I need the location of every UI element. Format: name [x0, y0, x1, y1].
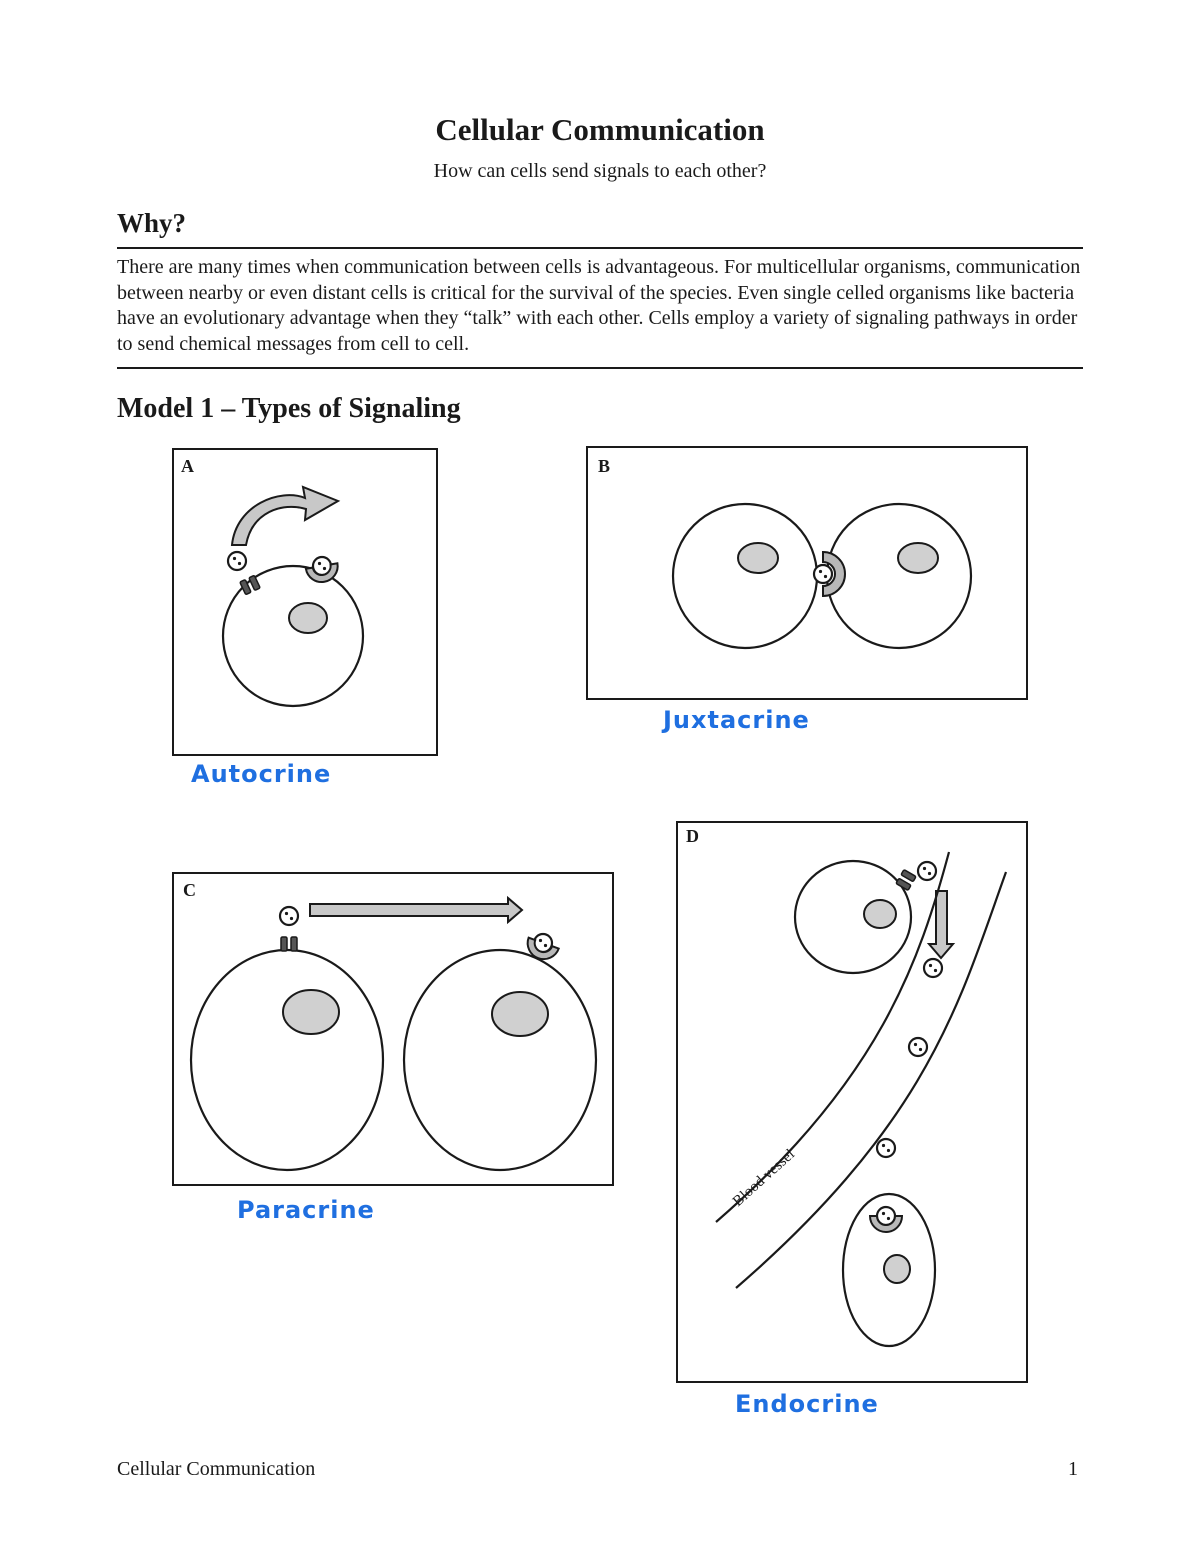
panel-d-diagram: [715, 851, 1008, 1348]
panel-c-cell-left: [189, 948, 385, 1172]
answer-autocrine: Autocrine: [191, 760, 332, 788]
panel-c-ligand: [278, 905, 300, 927]
panel-b-cell-right: [825, 502, 973, 650]
panel-b-ligand: [812, 563, 834, 585]
page-number: 1: [1068, 1458, 1078, 1480]
model-heading: Model 1 – Types of Signaling: [117, 393, 461, 424]
panel-a-cell: [221, 564, 365, 708]
panel-a-curved-arrow: [230, 485, 341, 546]
panel-d-arrow: [926, 890, 956, 960]
panel-d-nucleus-bottom: [883, 1254, 911, 1284]
panel-c-nucleus-right: [491, 991, 549, 1037]
page-subtitle: How can cells send signals to each other…: [433, 160, 767, 182]
section-divider-bottom: [117, 367, 1083, 369]
panel-d-ligand-4: [875, 1137, 897, 1159]
page-title: Cellular Communication: [435, 112, 765, 147]
panel-d-ligand-3: [907, 1036, 929, 1058]
panel-d-cell-bottom: [841, 1192, 937, 1348]
footer-title: Cellular Communication: [117, 1458, 316, 1480]
answer-juxtacrine: Juxtacrine: [663, 706, 810, 734]
panel-a-letter: A: [181, 456, 194, 476]
answer-endocrine: Endocrine: [735, 1390, 879, 1418]
panel-c-diagram: [189, 895, 598, 1172]
panel-b-nucleus-left: [737, 542, 779, 574]
panel-d-nucleus-top: [863, 899, 897, 929]
why-paragraph: There are many times when communication …: [117, 256, 1081, 355]
panel-c-cell-right: [402, 948, 598, 1172]
panel-c-letter: C: [183, 880, 196, 900]
panel-b-receptor: [822, 550, 846, 598]
panel-d-letter: D: [686, 826, 699, 846]
panel-d-frame: [676, 821, 1028, 1383]
panel-d-vessel-wall-left: [715, 851, 951, 1223]
panel-a-ligand: [226, 550, 248, 572]
panel-b-cell-left: [671, 502, 819, 650]
panel-c-nucleus-left: [282, 989, 340, 1035]
panel-a-channel: [239, 574, 261, 596]
panel-d-ligand-1: [916, 860, 938, 882]
panel-b-frame: [586, 446, 1028, 700]
panel-d-ligand-2: [922, 957, 944, 979]
panel-b-nucleus-right: [897, 542, 939, 574]
panel-a-diagram: [221, 485, 365, 708]
panel-c-channel: [280, 936, 298, 952]
panel-d-channel: [895, 868, 917, 892]
answer-paracrine: Paracrine: [237, 1196, 375, 1224]
panel-a-frame: [172, 448, 438, 756]
panel-b-letter: B: [598, 456, 611, 476]
section-divider-top: [117, 247, 1083, 249]
panel-c-arrow: [309, 895, 524, 925]
panel-c-frame: [172, 872, 614, 1186]
panel-b-diagram: [671, 502, 973, 650]
panel-a-nucleus: [288, 602, 328, 634]
why-heading: Why?: [117, 208, 187, 238]
panel-d-cell-top: [793, 859, 913, 975]
panel-d-vessel-wall-right: [735, 871, 1008, 1289]
